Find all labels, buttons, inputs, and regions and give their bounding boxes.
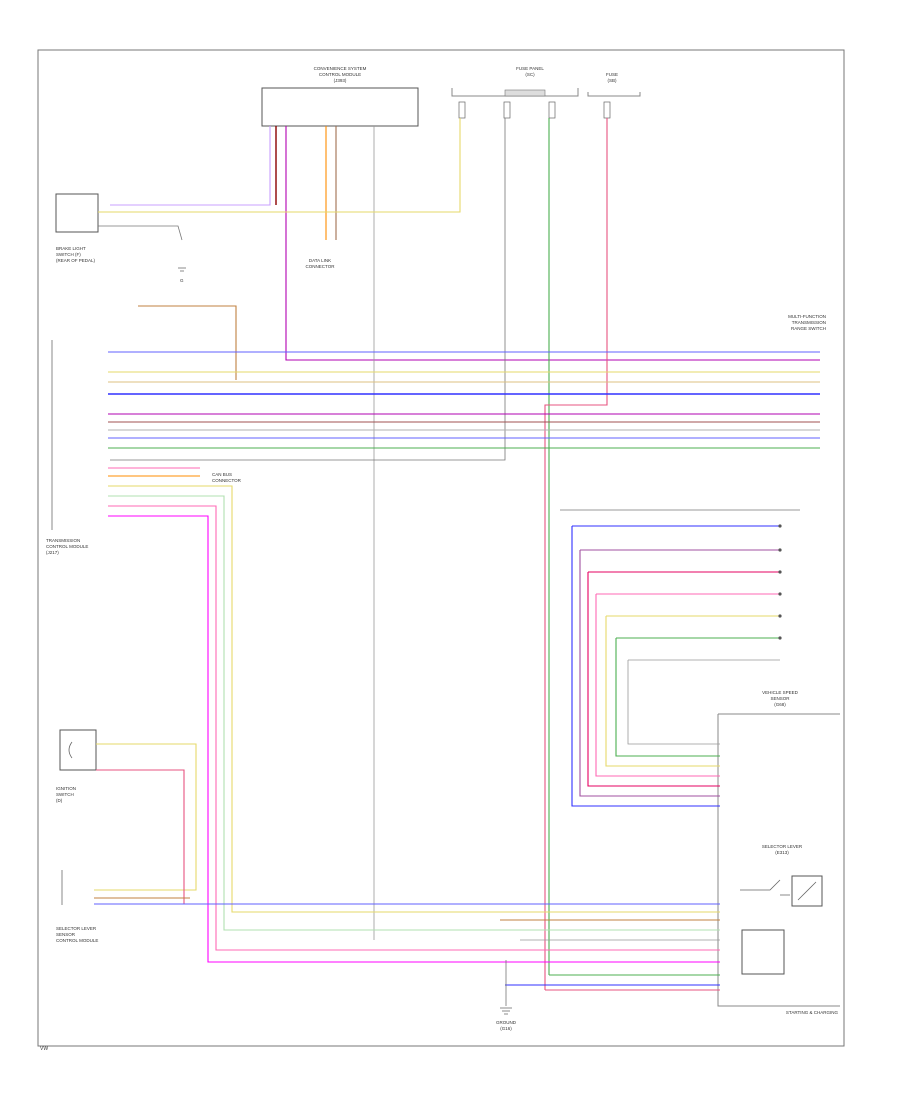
wire-ign-red [94,769,185,905]
speed-sensor-label-line2: SENSOR [770,696,790,701]
wire-brown-loop [138,305,237,380]
ground-top-symbol [178,267,186,272]
dlc-label-line2: CONNECTOR [306,264,336,269]
wire-tcm-magenta2 [108,515,720,963]
selector-module-bracket [717,714,840,1007]
wire-gateway-magenta [285,126,820,361]
speed-sensor: VEHICLE SPEED SENSOR (G68) [718,690,840,715]
brake-switch-label-line1: BRAKE LIGHT [56,246,86,251]
fuse-panel-label-line2: (SC) [525,72,535,77]
gateway-module-box [261,87,419,127]
wire-right-green [615,637,780,757]
can-connector-label-line1: CAN BUS [212,472,232,477]
dlc-label-line1: DATA LINK [309,258,331,263]
wire-fuse-red [544,118,608,990]
terminal-markers [778,524,782,640]
data-link-connector: DATA LINK CONNECTOR [306,258,336,269]
selector-module-label-line1: SELECTOR LEVER [762,844,803,849]
wire-right-gray2 [627,659,780,745]
ignition-switch-symbol [68,741,73,759]
ignition-switch-box [59,729,97,771]
selector-sub-box [791,875,823,907]
wire-fuse-gray [110,118,506,461]
wires [94,118,820,1006]
ignition-label-line3: (D) [56,798,63,803]
fuse-panel-bar [504,89,546,97]
brake-light-switch: BRAKE LIGHT SWITCH (F) (REAR OF PEDAL) [55,193,99,263]
can-bus-connector: CAN BUS CONNECTOR [212,472,242,483]
ground-bottom-label-line1: GROUND [496,1020,517,1025]
fuse-bracket [587,92,641,97]
diagram-frame [37,49,845,1047]
right-side-label-line2: TRANSMISSION [792,320,826,325]
wire-tcm-pink2 [108,505,720,951]
ignition-label-line1: IGNITION [56,786,76,791]
fuse-panel: FUSE PANEL (SC) [451,66,579,97]
wire-right-pink [595,593,780,777]
fuse-label-line1: FUSE [606,72,618,77]
selector-sub-box-diag [797,881,817,901]
tcm-label-line3: (J217) [46,550,59,555]
wire-right-yellow [605,615,780,767]
brake-switch-label-line3: (REAR OF PEDAL) [56,258,96,263]
right-side-label-line1: MULTI-FUNCTION [788,314,826,319]
tcm-module: TRANSMISSION CONTROL MODULE (J217) [46,340,88,555]
gateway-module: CONVENIENCE SYSTEM CONTROL MODULE (J393) [261,66,419,127]
brake-switch-label-line2: SWITCH (F) [56,252,81,257]
footer-right: STARTING & CHARGING [786,1010,839,1015]
ground-bottom-label-line2: (G16) [500,1026,512,1031]
wire-tcm-lightgreen [108,495,720,931]
tcm-label-line1: TRANSMISSION [46,538,80,543]
wire-tcm-yellow2 [108,485,720,913]
fuse-panel-label-line1: FUSE PANEL [516,66,544,71]
gateway-label-line3: (J393) [334,78,347,83]
ignition-switch: IGNITION SWITCH (D) [56,729,97,803]
can-connector-label-line2: CONNECTOR [212,478,242,483]
ground-bottom: GROUND (G16) [496,1007,517,1031]
fuse: FUSE (SB) [587,72,641,97]
ground-top: G [178,267,186,283]
brake-switch-box [55,193,99,233]
selector-lever-sensor: SELECTOR LEVER SENSOR CONTROL MODULE [56,870,98,943]
selector-sensor-label-line1: SELECTOR LEVER [56,926,97,931]
wire-right-red [587,571,780,787]
wire-right-blue [571,525,780,807]
ignition-label-line2: SWITCH [56,792,74,797]
selector-module-label-line2: (E313) [775,850,789,855]
speed-sensor-label-line3: (G68) [774,702,786,707]
footer-left: VW [40,1046,48,1052]
tcm-label-line2: CONTROL MODULE [46,544,88,549]
selector-sensor-label-line3: CONTROL MODULE [56,938,98,943]
fuse-symbols [458,101,611,119]
right-side-label-line3: RANGE SWITCH [791,326,826,331]
wire-right-violet [579,549,780,797]
wire-brake-gray [98,225,183,241]
right-side-connector: MULTI-FUNCTION TRANSMISSION RANGE SWITCH [788,314,826,331]
ground-bottom-symbol [500,1007,512,1015]
shift-lock-box [741,929,785,975]
ground-top-label: G [180,278,184,283]
speed-sensor-label-line1: VEHICLE SPEED [762,690,799,695]
wire-ign-yellow [94,743,197,891]
fuse-label-line2: (SB) [608,78,618,83]
gateway-label-line2: CONTROL MODULE [319,72,361,77]
wire-gateway-violet [110,126,271,206]
selector-sensor-label-line2: SENSOR [56,932,76,937]
selector-lever-module: SELECTOR LEVER (E313) SHIFT LOCK SOLENOI… [717,714,840,1007]
wire-brake-yellow [98,118,461,213]
selector-switch-symbol [740,879,790,896]
gateway-label-line1: CONVENIENCE SYSTEM [314,66,367,71]
